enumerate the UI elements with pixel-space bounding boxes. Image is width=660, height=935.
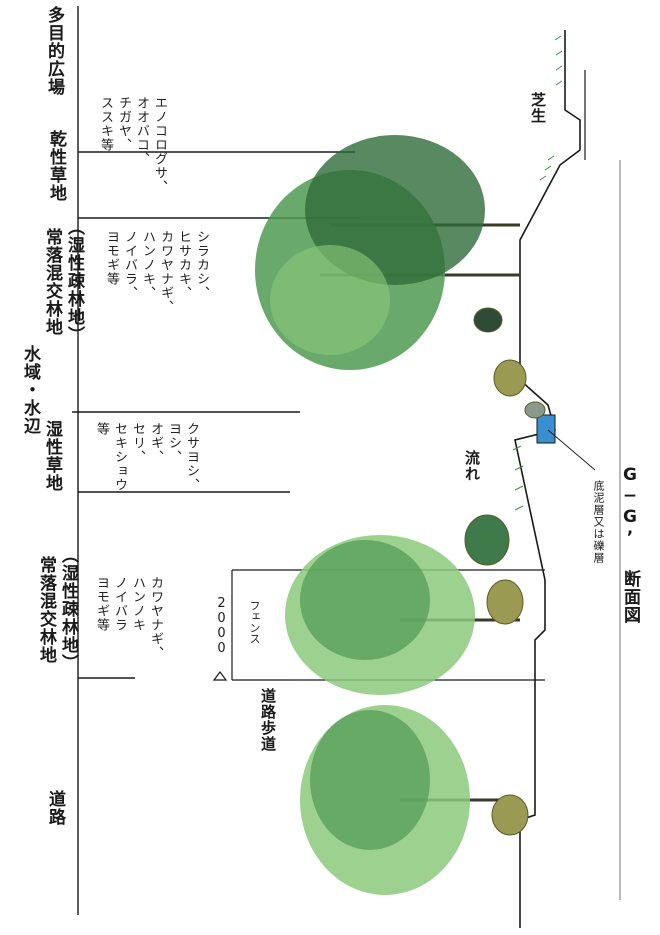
- label-sidewalk: 道路歩道: [259, 688, 277, 752]
- species-item: シラカシ、: [194, 230, 209, 300]
- species-list-evergreen-right: シラカシ、 ヒサカキ、 カワヤナギ、 ハンノキ、 ノイバラ、 ヨモギ等: [102, 230, 210, 314]
- species-item: セキショウ: [112, 422, 127, 492]
- species-item: ススキ等: [98, 96, 113, 152]
- tree-canopy-3: [255, 135, 485, 370]
- water-channel: [536, 414, 556, 444]
- species-item: ハンノキ: [130, 576, 145, 632]
- figure-title: G−G’ 断面図: [620, 465, 640, 624]
- zone-road: 道路: [45, 790, 65, 826]
- species-item: エノコログサ、: [152, 96, 167, 194]
- zone-plaza: 多目的広場: [44, 6, 64, 96]
- zone-wet-grass: 湿性草地: [42, 420, 62, 492]
- ground-line: [514, 30, 581, 928]
- species-item: カワヤナギ、: [148, 576, 163, 660]
- grass-tufts: [512, 35, 563, 511]
- label-bottom-note: 底泥層又は礫層: [592, 480, 605, 564]
- label-lawn: 芝生: [529, 92, 547, 124]
- species-item: カワヤナギ、: [158, 230, 173, 314]
- species-list-wet-grass: クサヨシ、 ヨシ、 オギ、 セリ、 セキショウ 等: [92, 422, 200, 492]
- species-item: 等: [94, 422, 109, 436]
- species-item: チガヤ、: [116, 96, 131, 152]
- zone-dry-grass: 乾性草地: [46, 130, 66, 202]
- species-item: セリ、: [130, 422, 145, 464]
- label-fence: フェンス: [248, 600, 261, 644]
- species-item: ノイバラ: [112, 576, 127, 632]
- tree-canopy-2: [285, 535, 475, 695]
- zone-water-edge: 水域・水辺: [20, 345, 40, 435]
- species-item: ヒサカキ、: [176, 230, 191, 300]
- species-list-dry-grass: エノコログサ、 オオバコ、 チガヤ、 ススキ等: [96, 96, 168, 194]
- species-item: オギ、: [148, 422, 163, 464]
- species-item: ノイバラ、: [122, 230, 137, 300]
- species-list-evergreen-left: カワヤナギ、 ハンノキ ノイバラ ヨモギ等: [92, 576, 164, 660]
- species-item: ハンノキ、: [140, 230, 155, 300]
- zone-dividers: [72, 6, 360, 915]
- zone-evergreen-left: 常落混交林地: [36, 556, 56, 664]
- tree-canopy-1: [300, 705, 470, 895]
- shrubs: [464, 307, 546, 836]
- zone-evergreen-right-sub: （湿性疎林地）: [64, 218, 84, 344]
- species-item: ヨシ、: [166, 422, 181, 464]
- label-stream: 流れ: [463, 450, 481, 482]
- zone-evergreen-right: 常落混交林地: [42, 228, 62, 336]
- species-item: ヨモギ等: [94, 576, 109, 632]
- species-item: ヨモギ等: [104, 230, 119, 286]
- zone-evergreen-left-sub: （湿性疎林地）: [58, 546, 78, 672]
- note-leader: [547, 429, 596, 471]
- species-item: オオバコ、: [134, 96, 149, 166]
- species-item: クサヨシ、: [184, 422, 199, 492]
- label-dimension: 2000: [214, 596, 229, 656]
